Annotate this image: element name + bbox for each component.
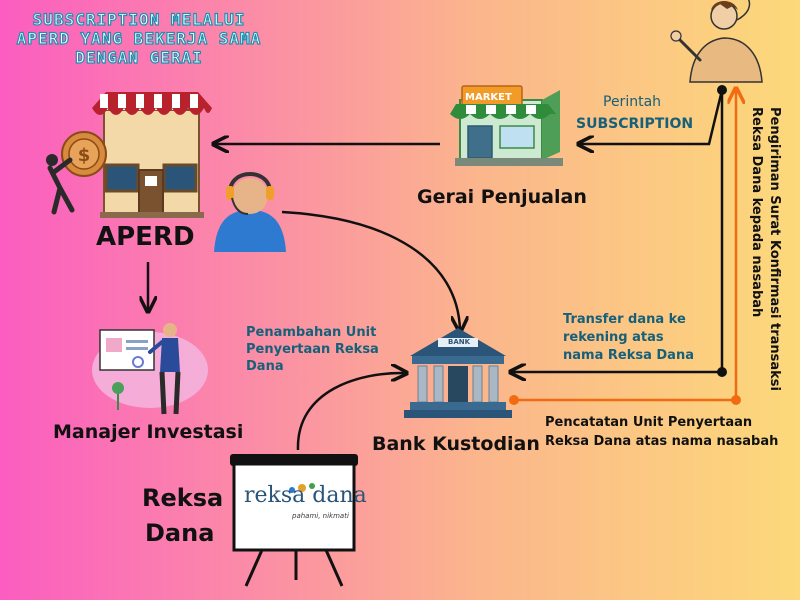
aperd-label: APERD [96,222,195,252]
reksa-dana-logo-text: reksa dana [244,483,367,508]
pencatatan-label: Pencatatan Unit Penyertaan Reksa Dana at… [545,415,779,449]
store-icon [92,92,212,218]
svg-text:$: $ [78,145,91,166]
bank-sign: BANK [448,338,471,346]
gerai-label: Gerai Penjualan [417,186,587,208]
easel-board-icon [230,454,358,587]
customer-service-icon [214,172,286,252]
bank-building-icon [404,328,512,418]
bank-label: Bank Kustodian [372,433,540,455]
penambahan-label: Penambahan Unit Penyertaan Reksa Dana [246,325,379,374]
coin-carrier-icon: $ [46,131,107,215]
market-store-icon [450,85,563,166]
pengiriman-label-line1: Pengiriman Surat Konfirmasi transaksi [767,107,782,391]
flow-pencatatan-orange [509,90,741,405]
reksa-label-line2: Dana [145,519,215,547]
reksa-label-line1: Reksa [142,484,224,512]
flow-transfer-to-bank [512,90,727,377]
reksa-dana-logo-tagline: pahami, nikmati [292,512,349,520]
flow-reksadana-to-bank [296,373,405,451]
presentation-board-icon [92,323,208,415]
flow-cs-to-bank [281,210,460,330]
diagram-title: SUBSCRIPTION MELALUI APERD YANG BEKERJA … [16,9,262,67]
market-sign: MARKET [465,92,512,103]
transfer-label: Transfer dana ke rekening atas nama Reks… [563,312,694,363]
manajer-label: Manajer Investasi [53,421,244,443]
perintah-label: Perintah [603,94,662,110]
person-thinking-icon [670,0,763,83]
pengiriman-label-line2: Reksa Dana kepada nasabah [749,107,764,318]
subscription-label: SUBSCRIPTION [576,116,694,132]
reksa-dana-logo-mark [289,483,315,493]
